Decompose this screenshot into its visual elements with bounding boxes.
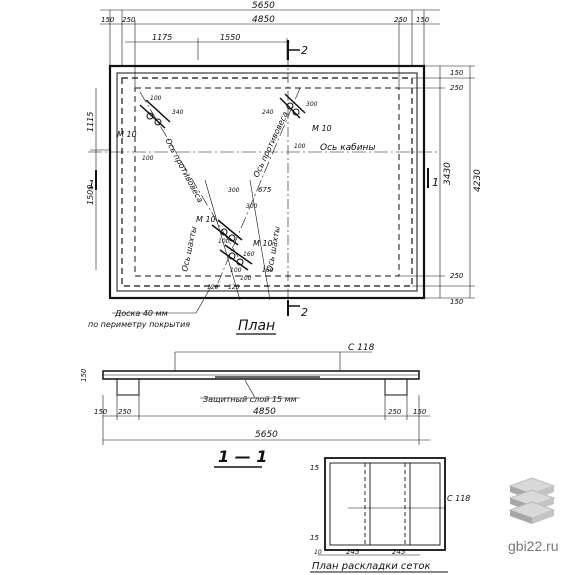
cabin-axis-label: Ось кабины <box>320 143 376 153</box>
dim-top-edge-right: 150 <box>450 69 464 77</box>
small-dim-9: 300 <box>246 203 258 210</box>
watermark-text: gbi22.ru <box>508 538 559 554</box>
mesh-dim-a: 10 <box>314 549 322 556</box>
section-mark-right-label: 1 <box>432 176 439 189</box>
mesh-dim-top: 15 <box>310 464 319 472</box>
dim-offset-1: 1175 <box>152 33 172 42</box>
m10-label-4: М 10 <box>253 239 273 248</box>
note-board-line2: по периметру покрытия <box>88 320 190 329</box>
small-dim-1: 100 <box>150 95 162 102</box>
dim-inner-right: 3430 <box>443 162 453 185</box>
m10-label-1: М 10 <box>117 130 137 139</box>
plan-title: План <box>238 318 275 334</box>
dim-left-edge-top: 150 <box>101 16 115 24</box>
section-overall: 5650 <box>255 430 278 440</box>
dim-right-edge-top: 150 <box>416 16 430 24</box>
small-dim-8: 675 <box>258 186 272 194</box>
small-dim-15: 160 <box>243 251 255 258</box>
small-dim-12: 100 <box>240 275 252 282</box>
dim-left-upper: 1115 <box>86 112 95 132</box>
shaft-axis-label-right: Ось шахты <box>265 226 282 273</box>
section-left-edge: 150 <box>94 408 108 416</box>
small-dim-4: 300 <box>306 101 318 108</box>
dim-bottom-edge-right: 150 <box>450 298 464 306</box>
section-mark-bottom-label: 2 <box>301 306 308 319</box>
mesh-dim-c: 245 <box>392 548 406 556</box>
left-support <box>116 378 140 396</box>
m10-label-2: М 10 <box>312 124 332 133</box>
anchor-group-lower-2 <box>219 244 253 271</box>
mesh-dim-bottom: 15 <box>310 534 319 542</box>
m10-label-3: М 10 <box>196 215 216 224</box>
mesh-inner <box>329 462 441 546</box>
dim-top-bearing-right: 250 <box>450 84 464 92</box>
dim-overall-right: 4230 <box>473 169 483 192</box>
small-dim-13: 120 <box>207 284 219 291</box>
dim-bottom-bearing-right: 250 <box>450 272 464 280</box>
counterweight-axis-label-1: Ось противовеса <box>163 137 205 204</box>
protective-layer-label: Защитный слой 15 мм <box>203 395 297 404</box>
shaft-axis-label-left: Ось шахты <box>180 226 198 273</box>
small-dim-14: 120 <box>228 284 240 291</box>
section-title: 1 — 1 <box>218 447 267 466</box>
mesh-outline <box>324 457 446 551</box>
right-support <box>384 378 408 396</box>
small-dim-2: 340 <box>172 109 184 116</box>
section-mark-top-label: 2 <box>301 44 308 57</box>
small-dim-10: 100 <box>218 238 230 245</box>
dim-offset-2: 1550 <box>220 33 240 42</box>
slab-outline <box>108 64 426 300</box>
mesh-title: План раскладки сеток <box>312 561 431 572</box>
dim-overall-top: 5650 <box>252 1 275 11</box>
section-right-edge: 150 <box>413 408 427 416</box>
dim-left-bearing-top: 250 <box>122 16 136 24</box>
small-dim-7: 300 <box>228 187 240 194</box>
anchor-group-upper-left <box>139 99 171 129</box>
small-dim-5: 100 <box>294 143 306 150</box>
inner-bearing-line <box>134 87 400 277</box>
counterweight-axis-label-2: Ось противовеса <box>252 110 290 179</box>
watermark-logo <box>508 477 556 524</box>
small-dim-3: 240 <box>262 109 274 116</box>
board-perimeter <box>116 72 418 292</box>
anchor-group-upper-right <box>279 93 306 119</box>
dim-left-lower: 1500 <box>86 185 95 205</box>
section-height: 150 <box>80 368 88 382</box>
small-dim-16: 160 <box>262 267 274 274</box>
dim-right-bearing-top: 250 <box>394 16 408 24</box>
small-dim-6: 100 <box>142 155 154 162</box>
section-rebar-label: С 118 <box>348 343 375 353</box>
mesh-rebar-label: С 118 <box>447 494 470 503</box>
counterweight-axis-1 <box>139 91 241 261</box>
small-dim-11: 100 <box>230 267 242 274</box>
note-board-line1: Доска 40 мм <box>114 309 168 318</box>
section-right-bearing: 250 <box>388 408 402 416</box>
section-mark-left-label: 1 <box>88 178 95 191</box>
mesh-dim-b: 245 <box>346 548 360 556</box>
bearing-line <box>121 77 413 287</box>
section-left-bearing: 250 <box>118 408 132 416</box>
dim-inner-top: 4850 <box>252 15 275 25</box>
anchor-group-lower-1 <box>211 219 243 246</box>
section-inner: 4850 <box>253 407 276 417</box>
